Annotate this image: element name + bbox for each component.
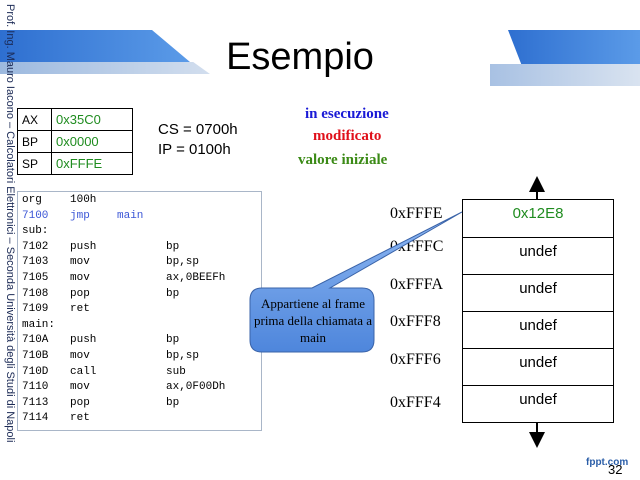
code-token: bp xyxy=(166,334,180,347)
code-line: sub: xyxy=(22,224,261,240)
code-line: 7114 ret xyxy=(22,411,261,427)
code-token: 7110 xyxy=(22,381,49,394)
code-line: 7108 pop bp xyxy=(22,287,261,303)
stack-address: 0xFFFE xyxy=(390,205,443,222)
stack-address: 0xFFF6 xyxy=(390,351,441,368)
register-row-ax: AX 0x35C0 xyxy=(17,108,133,131)
code-token: 7100 xyxy=(22,209,49,222)
code-token: main: xyxy=(22,318,56,331)
code-token: org xyxy=(22,194,42,206)
code-token: main xyxy=(117,209,144,222)
slide-title: Esempio xyxy=(226,36,374,78)
stack-cell: undef xyxy=(463,385,613,422)
code-token: ret xyxy=(70,303,90,316)
ip-register: IP = 0100h xyxy=(158,141,231,158)
code-token: 7105 xyxy=(22,271,49,284)
decorative-band-left xyxy=(0,30,190,62)
legend-initial: valore iniziale xyxy=(298,152,388,168)
code-line: 7113 pop bp xyxy=(22,396,261,412)
code-token: push xyxy=(70,334,97,347)
code-token: pop xyxy=(70,396,90,409)
decorative-band-left-shadow xyxy=(0,62,210,74)
segment-registers: CS = 0700h IP = 0100h xyxy=(158,120,238,160)
code-token: sub: xyxy=(22,225,49,238)
code-token: 710A xyxy=(22,334,49,347)
stack-cell: undef xyxy=(463,237,613,274)
stack-cell: undef xyxy=(463,311,613,348)
code-token: bp,sp xyxy=(166,349,200,362)
register-name: SP xyxy=(17,152,52,175)
code-token: 7102 xyxy=(22,240,49,253)
register-value: 0xFFFE xyxy=(51,152,133,175)
author-course-sidebar: Prof. Ing. Mauro Iacono – Calcolatori El… xyxy=(4,4,16,443)
fppt-logo: fppt.com xyxy=(586,457,629,468)
code-token: pop xyxy=(70,287,90,300)
code-token: bp,sp xyxy=(166,256,200,269)
register-table: AX 0x35C0 BP 0x0000 SP 0xFFFE xyxy=(17,108,133,175)
code-line: 7102 push bp xyxy=(22,240,261,256)
code-line: 710A push bp xyxy=(22,333,261,349)
code-token: 7113 xyxy=(22,396,49,409)
stack-cell: 0x12E8 xyxy=(512,205,564,222)
page-number: 32 xyxy=(608,462,623,477)
code-token: call xyxy=(70,365,97,378)
register-row-sp: SP 0xFFFE xyxy=(17,152,133,175)
decorative-band-right-shadow xyxy=(490,64,640,86)
code-token: bp xyxy=(166,240,180,253)
code-token: ret xyxy=(70,412,90,425)
code-token: push xyxy=(70,240,97,253)
stack-address: 0xFFFA xyxy=(390,276,444,293)
code-token: bp xyxy=(166,287,180,300)
stack-cell: undef xyxy=(463,348,613,385)
code-token: 100h xyxy=(70,194,97,206)
code-line: 710D call sub xyxy=(22,365,261,381)
code-token: mov xyxy=(70,271,90,284)
code-token: 7114 xyxy=(22,412,49,425)
decorative-band-right xyxy=(508,30,640,64)
stack-address: 0xFFF4 xyxy=(390,394,441,411)
code-line: 710B mov bp,sp xyxy=(22,349,261,365)
code-line: 7105 mov ax,0BEEFh xyxy=(22,271,261,287)
code-token: 7108 xyxy=(22,287,49,300)
code-line: 7110 mov ax,0F00Dh xyxy=(22,380,261,396)
code-token: mov xyxy=(70,381,90,394)
legend-modified: modificato xyxy=(313,128,382,144)
callout-text: Appartiene al frame prima della chiamata… xyxy=(253,296,373,345)
stack-address: 0xFFF8 xyxy=(390,313,441,330)
code-listing: org 100h 7100 jmp main sub: 7102 push bp 7103 mov b… xyxy=(17,191,262,431)
code-token: 7109 xyxy=(22,303,49,316)
code-token: sub xyxy=(166,365,186,378)
callout-bubble xyxy=(249,211,463,353)
code-token: mov xyxy=(70,349,90,362)
code-token: bp xyxy=(166,396,180,409)
code-token: mov xyxy=(70,256,90,269)
code-token: 7103 xyxy=(22,256,49,269)
cs-register: CS = 0700h xyxy=(158,121,238,138)
code-line: 7103 mov bp,sp xyxy=(22,255,261,271)
stack-cell: undef xyxy=(463,274,613,311)
code-token: jmp xyxy=(70,209,90,222)
code-token: 710B xyxy=(22,349,49,362)
code-line: main: xyxy=(22,318,261,334)
code-line: org 100h xyxy=(22,193,261,209)
code-token: ax,0F00Dh xyxy=(166,381,226,394)
code-line: 7100 jmp main xyxy=(22,209,261,225)
code-line: 7109 ret xyxy=(22,302,261,318)
code-token: 710D xyxy=(22,365,49,378)
code-token: ax,0BEEFh xyxy=(166,271,226,284)
register-value: 0x35C0 xyxy=(51,108,133,131)
legend-executing: in esecuzione xyxy=(305,106,389,122)
